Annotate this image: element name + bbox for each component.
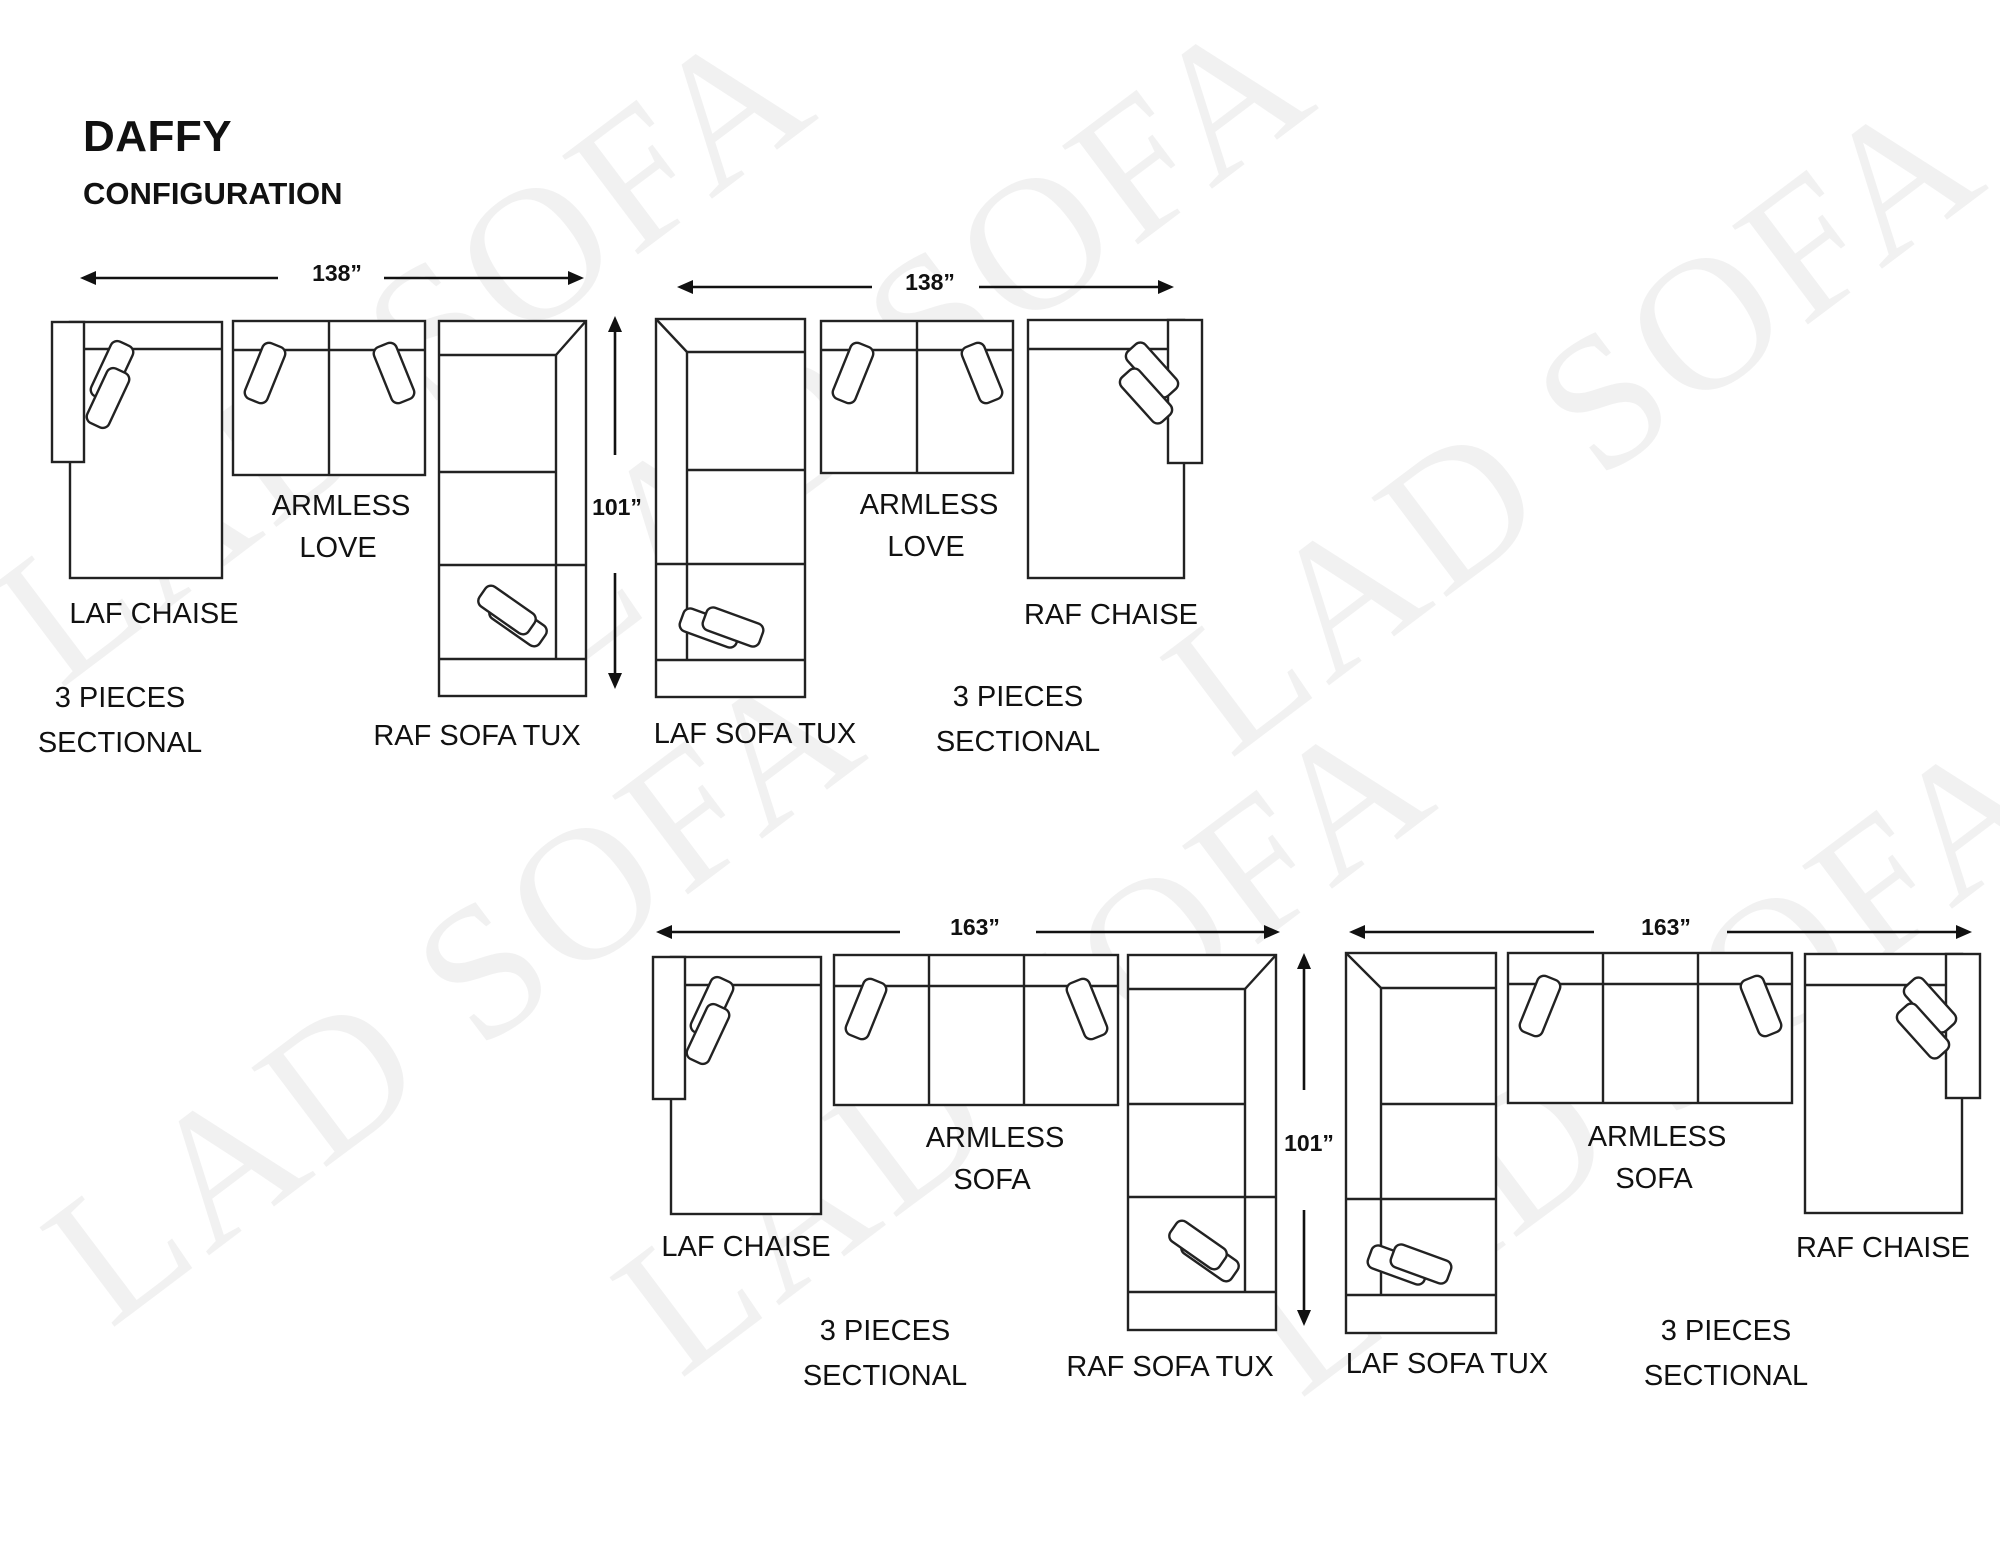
piece-label-love: LOVE bbox=[299, 532, 376, 564]
piece-label-raf-sofa-tux: RAF SOFA TUX bbox=[373, 720, 580, 752]
config-note-line-2: SECTIONAL bbox=[38, 727, 202, 759]
laf-sofa-tux-shape bbox=[654, 317, 807, 699]
config-note-line-1: 3 PIECES bbox=[820, 1315, 951, 1347]
width-label: 163” bbox=[1641, 914, 1691, 940]
laf-chaise-shape bbox=[50, 320, 224, 580]
piece-label-laf-sofa-tux: LAF SOFA TUX bbox=[654, 718, 857, 750]
piece-label-sofa: SOFA bbox=[953, 1164, 1031, 1196]
laf-sofa-tux-shape bbox=[1344, 951, 1498, 1335]
width-label: 163” bbox=[950, 914, 1000, 940]
width-dimension: 138” bbox=[677, 269, 1174, 295]
raf-sofa-tux-shape bbox=[1126, 953, 1278, 1332]
piece-label-love: LOVE bbox=[887, 531, 964, 563]
depth-label: 101” bbox=[1284, 1130, 1334, 1156]
piece-label-raf-chaise: RAF CHAISE bbox=[1024, 599, 1198, 631]
width-dimension: 138” bbox=[80, 260, 584, 286]
armless-sofa-shape bbox=[1506, 951, 1794, 1105]
config-note-line-2: SECTIONAL bbox=[1644, 1360, 1808, 1392]
page-subtitle: CONFIGURATION bbox=[83, 176, 343, 211]
piece-label-armless: ARMLESS bbox=[272, 490, 411, 522]
config-note-line-2: SECTIONAL bbox=[936, 726, 1100, 758]
config-note-line-1: 3 PIECES bbox=[55, 682, 186, 714]
width-dimension: 163” bbox=[1349, 914, 1972, 940]
config-3: 163” bbox=[651, 914, 1334, 1392]
raf-chaise-shape bbox=[1803, 952, 1982, 1215]
piece-label-armless: ARMLESS bbox=[860, 489, 999, 521]
piece-label-laf-sofa-tux: LAF SOFA TUX bbox=[1346, 1348, 1549, 1380]
config-note-line-2: SECTIONAL bbox=[803, 1360, 967, 1392]
armless-love-shape bbox=[819, 319, 1015, 475]
armless-sofa-shape bbox=[832, 953, 1120, 1107]
depth-dimension: 101” bbox=[592, 316, 642, 689]
watermark-layer: LAD SOFA LAD SOFA LAD SOFA LAD SOFA LAD … bbox=[0, 0, 2000, 1434]
raf-sofa-tux-shape bbox=[437, 319, 588, 698]
piece-label-laf-chaise: LAF CHAISE bbox=[69, 598, 238, 630]
piece-label-laf-chaise: LAF CHAISE bbox=[661, 1231, 830, 1263]
width-label: 138” bbox=[905, 269, 955, 295]
config-note-line-1: 3 PIECES bbox=[953, 681, 1084, 713]
raf-chaise-shape bbox=[1026, 318, 1204, 580]
width-label: 138” bbox=[312, 260, 362, 286]
piece-label-sofa: SOFA bbox=[1615, 1163, 1693, 1195]
piece-label-raf-chaise: RAF CHAISE bbox=[1796, 1232, 1970, 1264]
config-1: 138” bbox=[38, 260, 642, 759]
armless-love-shape bbox=[231, 319, 427, 477]
piece-label-armless: ARMLESS bbox=[1588, 1121, 1727, 1153]
config-note-line-1: 3 PIECES bbox=[1661, 1315, 1792, 1347]
page-title: DAFFY bbox=[83, 112, 233, 161]
config-2: 138” LAF SOFA bbox=[654, 269, 1204, 758]
piece-label-armless: ARMLESS bbox=[926, 1122, 1065, 1154]
piece-label-raf-sofa-tux: RAF SOFA TUX bbox=[1066, 1351, 1273, 1383]
depth-label: 101” bbox=[592, 494, 642, 520]
config-4: 163” L bbox=[1344, 914, 1982, 1392]
laf-chaise-shape bbox=[651, 955, 823, 1216]
width-dimension: 163” bbox=[656, 914, 1280, 940]
depth-dimension: 101” bbox=[1284, 953, 1334, 1326]
